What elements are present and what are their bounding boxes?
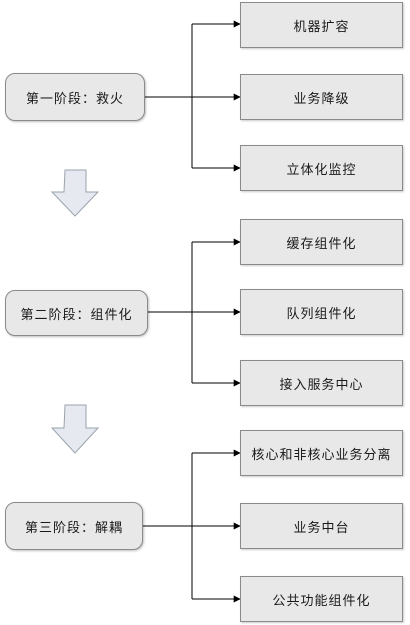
stage-3-item-1: 核心和非核心业务分离 <box>240 430 403 476</box>
stage-1-item-2: 业务降级 <box>240 74 403 120</box>
stage-3-item-2: 业务中台 <box>240 503 403 549</box>
stage-2-item-1: 缓存组件化 <box>240 219 403 265</box>
item-label: 业务中台 <box>293 520 350 536</box>
item-label: 接入服务中心 <box>279 377 364 393</box>
stage-1-box: 第一阶段：救火 <box>5 73 145 121</box>
item-label: 机器扩容 <box>293 19 350 35</box>
stage-1-label: 第一阶段：救火 <box>25 91 124 107</box>
stage-1-item-3: 立体化监控 <box>240 145 403 191</box>
stage-3-label: 第三阶段：解耦 <box>24 520 123 536</box>
stage-2-item-3: 接入服务中心 <box>240 360 403 406</box>
down-arrow-1 <box>50 169 100 217</box>
down-arrow-2 <box>50 404 100 454</box>
item-label: 公共功能组件化 <box>272 593 371 609</box>
stage-3-item-3: 公共功能组件化 <box>240 576 403 622</box>
stage-1-item-1: 机器扩容 <box>240 2 403 48</box>
stage-2-label: 第二阶段：组件化 <box>20 307 133 323</box>
stage-1-connectors <box>145 20 241 172</box>
stage-2-item-2: 队列组件化 <box>240 289 403 335</box>
item-label: 缓存组件化 <box>286 236 357 252</box>
stage-3-connectors <box>143 449 241 603</box>
stage-2-box: 第二阶段：组件化 <box>5 290 148 336</box>
item-label: 核心和非核心业务分离 <box>251 447 392 463</box>
item-label: 业务降级 <box>293 91 350 107</box>
stage-2-connectors <box>148 238 241 387</box>
stage-3-box: 第三阶段：解耦 <box>5 502 143 550</box>
item-label: 队列组件化 <box>286 306 357 322</box>
item-label: 立体化监控 <box>286 162 357 178</box>
